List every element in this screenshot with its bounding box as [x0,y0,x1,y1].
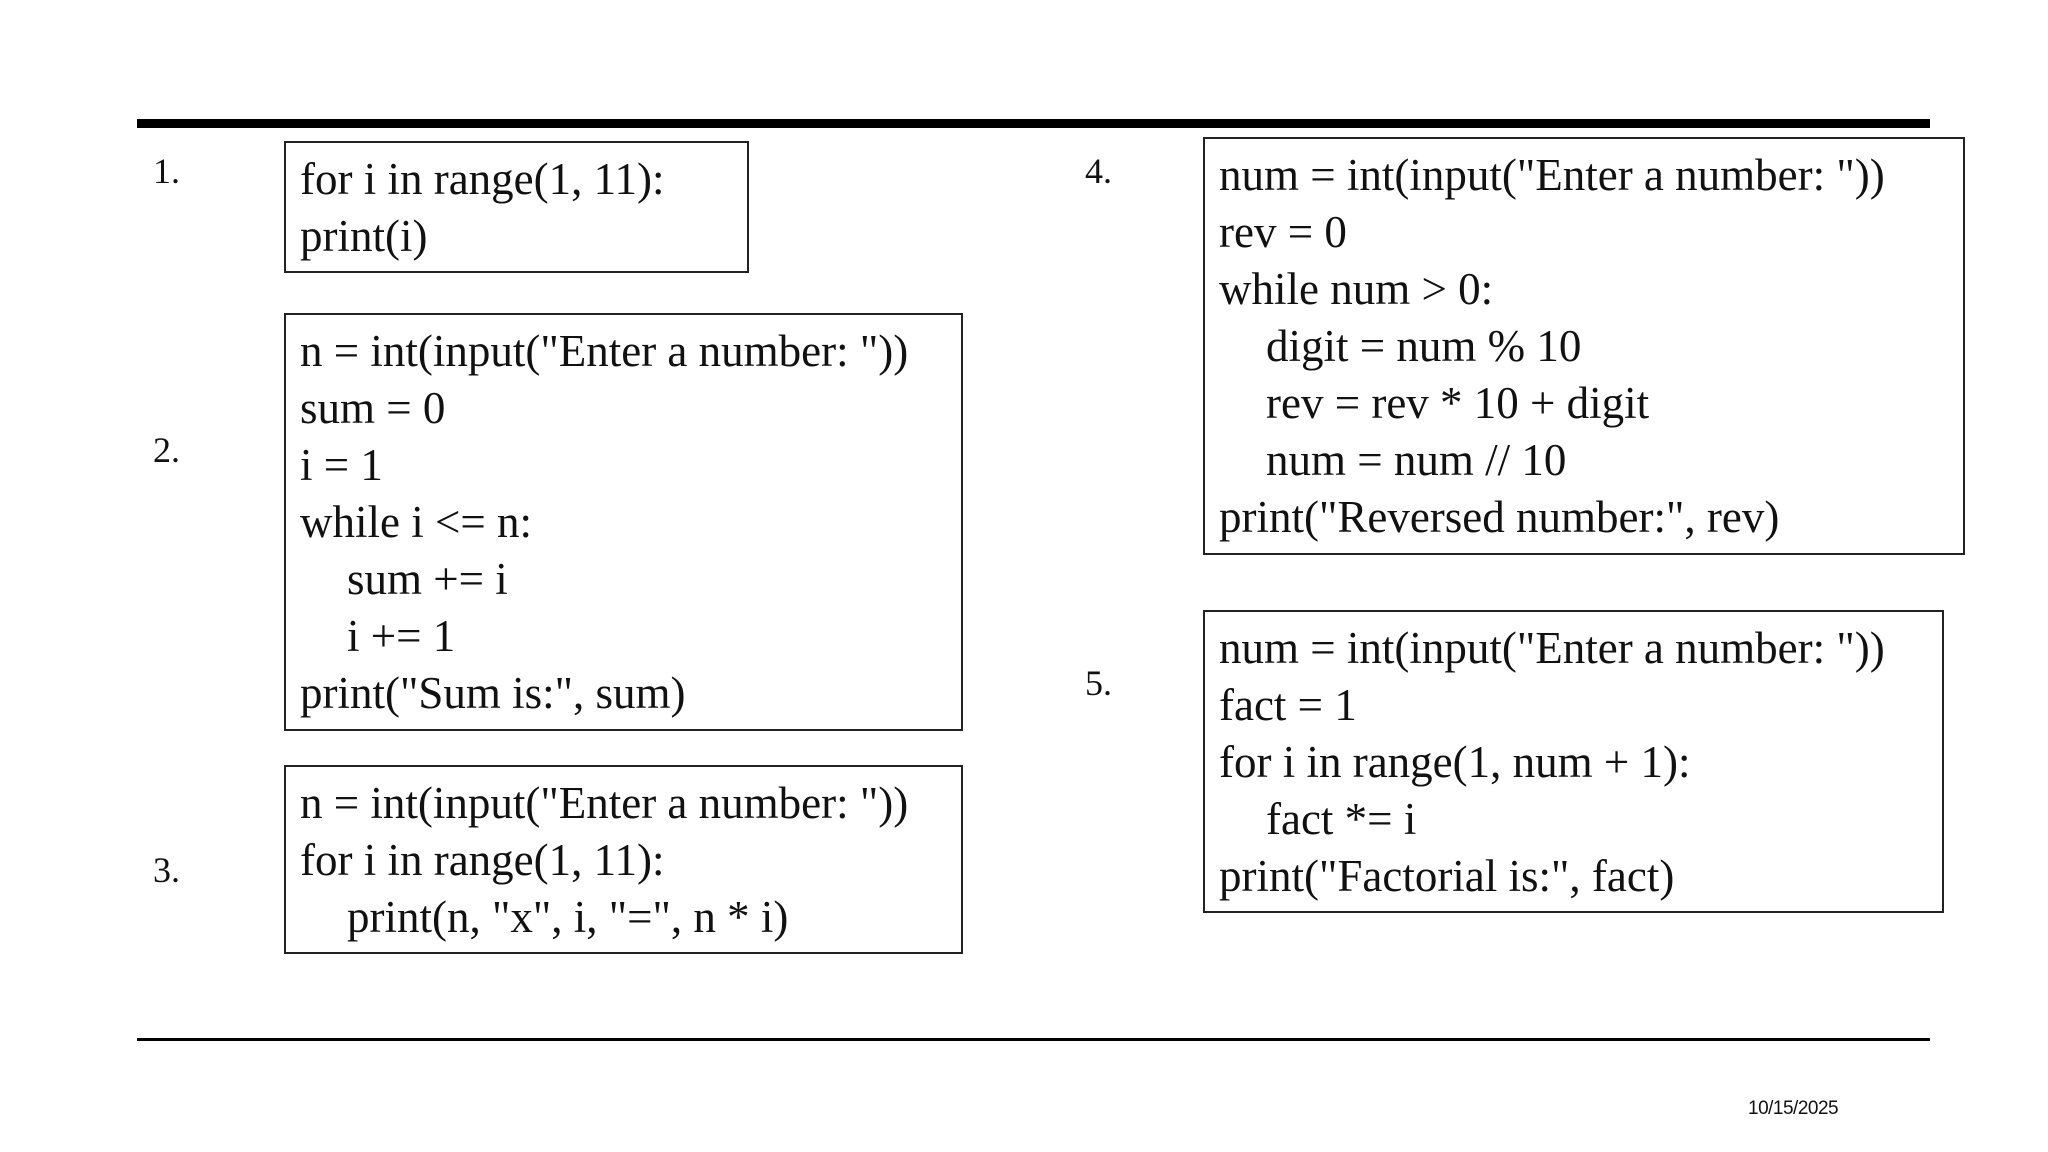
code-line: while i <= n: [300,497,532,547]
example-number-1: 1. [153,151,180,191]
code-line: i = 1 [300,440,383,490]
code-line: for i in range(1, 11): [300,835,665,885]
footer-date: 10/15/2025 [1748,1098,1839,1119]
code-lines: num = int(input("Enter a number: ")) fact… [1219,620,1928,905]
bottom-rule [137,1038,1930,1041]
code-box-4: num = int(input("Enter a number: ")) rev … [1203,137,1965,555]
code-box-5: num = int(input("Enter a number: ")) fact… [1203,610,1944,913]
code-line: rev = rev * 10 + digit [1266,378,1650,428]
example-number-5: 5. [1085,663,1112,703]
code-lines: num = int(input("Enter a number: ")) rev … [1219,147,1949,546]
code-line: while num > 0: [1219,264,1494,314]
code-line: print("Reversed number:", rev) [1219,492,1780,542]
code-line: for i in range(1, num + 1): [1219,737,1691,787]
code-line: print("Factorial is:", fact) [1219,851,1675,901]
code-box-1: for i in range(1, 11): print(i) [284,141,749,273]
example-number-4: 4. [1085,151,1112,191]
code-line: num = int(input("Enter a number: ")) [1219,623,1885,673]
code-line: fact = 1 [1219,680,1357,730]
code-line: print(n, "x", i, "=", n * i) [347,892,789,942]
code-line: sum = 0 [300,383,446,433]
example-number-2: 2. [153,430,180,470]
code-lines: for i in range(1, 11): print(i) [300,151,733,265]
code-line: print(i) [300,211,428,261]
code-line: fact *= i [1266,794,1417,844]
code-line: digit = num % 10 [1266,321,1582,371]
code-line: for i in range(1, 11): [300,154,665,204]
code-box-3: n = int(input("Enter a number: ")) for i … [284,765,963,954]
code-lines: n = int(input("Enter a number: ")) for i … [300,775,947,946]
code-line: num = num // 10 [1266,435,1567,485]
code-line: rev = 0 [1219,207,1347,257]
code-line: i += 1 [347,611,456,661]
code-line: num = int(input("Enter a number: ")) [1219,150,1885,200]
code-line: n = int(input("Enter a number: ")) [300,778,909,828]
code-box-2: n = int(input("Enter a number: ")) sum = … [284,313,963,731]
code-line: sum += i [347,554,508,604]
code-line: n = int(input("Enter a number: ")) [300,326,909,376]
top-rule [137,119,1930,128]
example-number-3: 3. [153,850,180,890]
code-lines: n = int(input("Enter a number: ")) sum = … [300,323,947,722]
code-line: print("Sum is:", sum) [300,668,686,718]
